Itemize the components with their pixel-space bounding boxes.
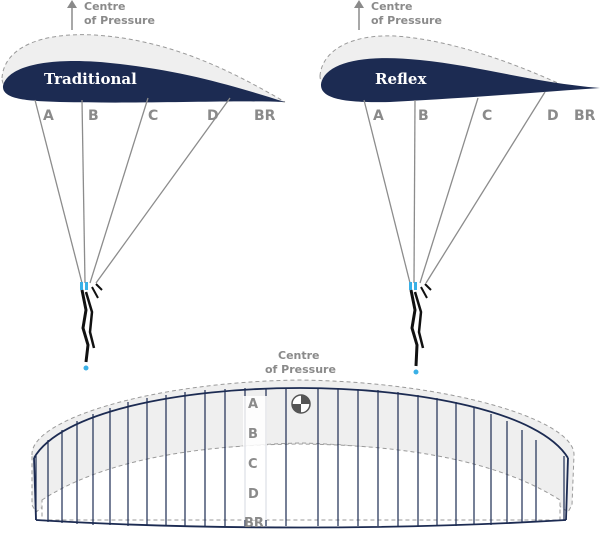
traditional-letter-a: A [43,108,54,124]
front-right-tip [565,457,569,521]
traditional-letter-d: D [207,108,219,124]
reflex-line-d [425,91,546,284]
traditional-cp-arrowhead [67,0,77,8]
front-row-d: D [248,487,259,502]
traditional-cp-label-1: Centre [84,0,126,13]
front-cp-label-1: Centre [278,349,320,362]
traditional-letter-b: B [88,108,99,124]
front-leading-edge [33,387,569,459]
reflex-cp-arrowhead [354,0,364,8]
traditional-line-b [81,99,86,284]
reflex-pilot-icon [409,282,432,375]
front-row-br: BR [244,516,264,531]
traditional-pilot-icon [80,282,103,371]
traditional-cp-label-2: of Pressure [84,14,155,27]
front-row-labels: A B C D BR [243,396,267,531]
front-row-a: A [248,397,258,412]
front-left-tip [33,457,37,521]
reflex-line-b [413,99,416,284]
reflex-letter-a: A [373,108,384,124]
front-inner-opening [41,443,561,521]
traditional-profile: Centre of Pressure Traditional A B C D B… [1,0,286,371]
front-row-b: B [248,427,258,442]
front-cell-ribs [35,388,565,526]
traditional-wing-name: Traditional [44,70,137,88]
centre-of-pressure-icon [291,394,311,414]
traditional-letter-c: C [148,108,158,124]
front-cp-label-2: of Pressure [265,363,336,376]
reflex-letter-b: B [418,108,429,124]
reflex-letter-c: C [482,108,492,124]
reflex-letter-br: BR [574,108,596,124]
front-view: Centre of Pressure [31,349,575,531]
reflex-letter-d: D [547,108,559,124]
reflex-cp-label-1: Centre [371,0,413,13]
reflex-wing-name: Reflex [375,70,427,88]
traditional-line-d [95,97,231,284]
traditional-wing [2,60,286,103]
traditional-line-a [34,99,83,284]
reflex-cp-label-2: of Pressure [371,14,442,27]
reflex-wing [320,58,600,103]
traditional-line-c [89,97,149,284]
reflex-profile: Centre of Pressure Reflex A B C D BR [319,0,600,375]
traditional-letter-br: BR [254,108,276,124]
reflex-line-a [363,99,411,284]
front-trailing-edge [35,519,567,529]
reflex-line-c [419,97,479,284]
front-row-c: C [248,457,258,472]
